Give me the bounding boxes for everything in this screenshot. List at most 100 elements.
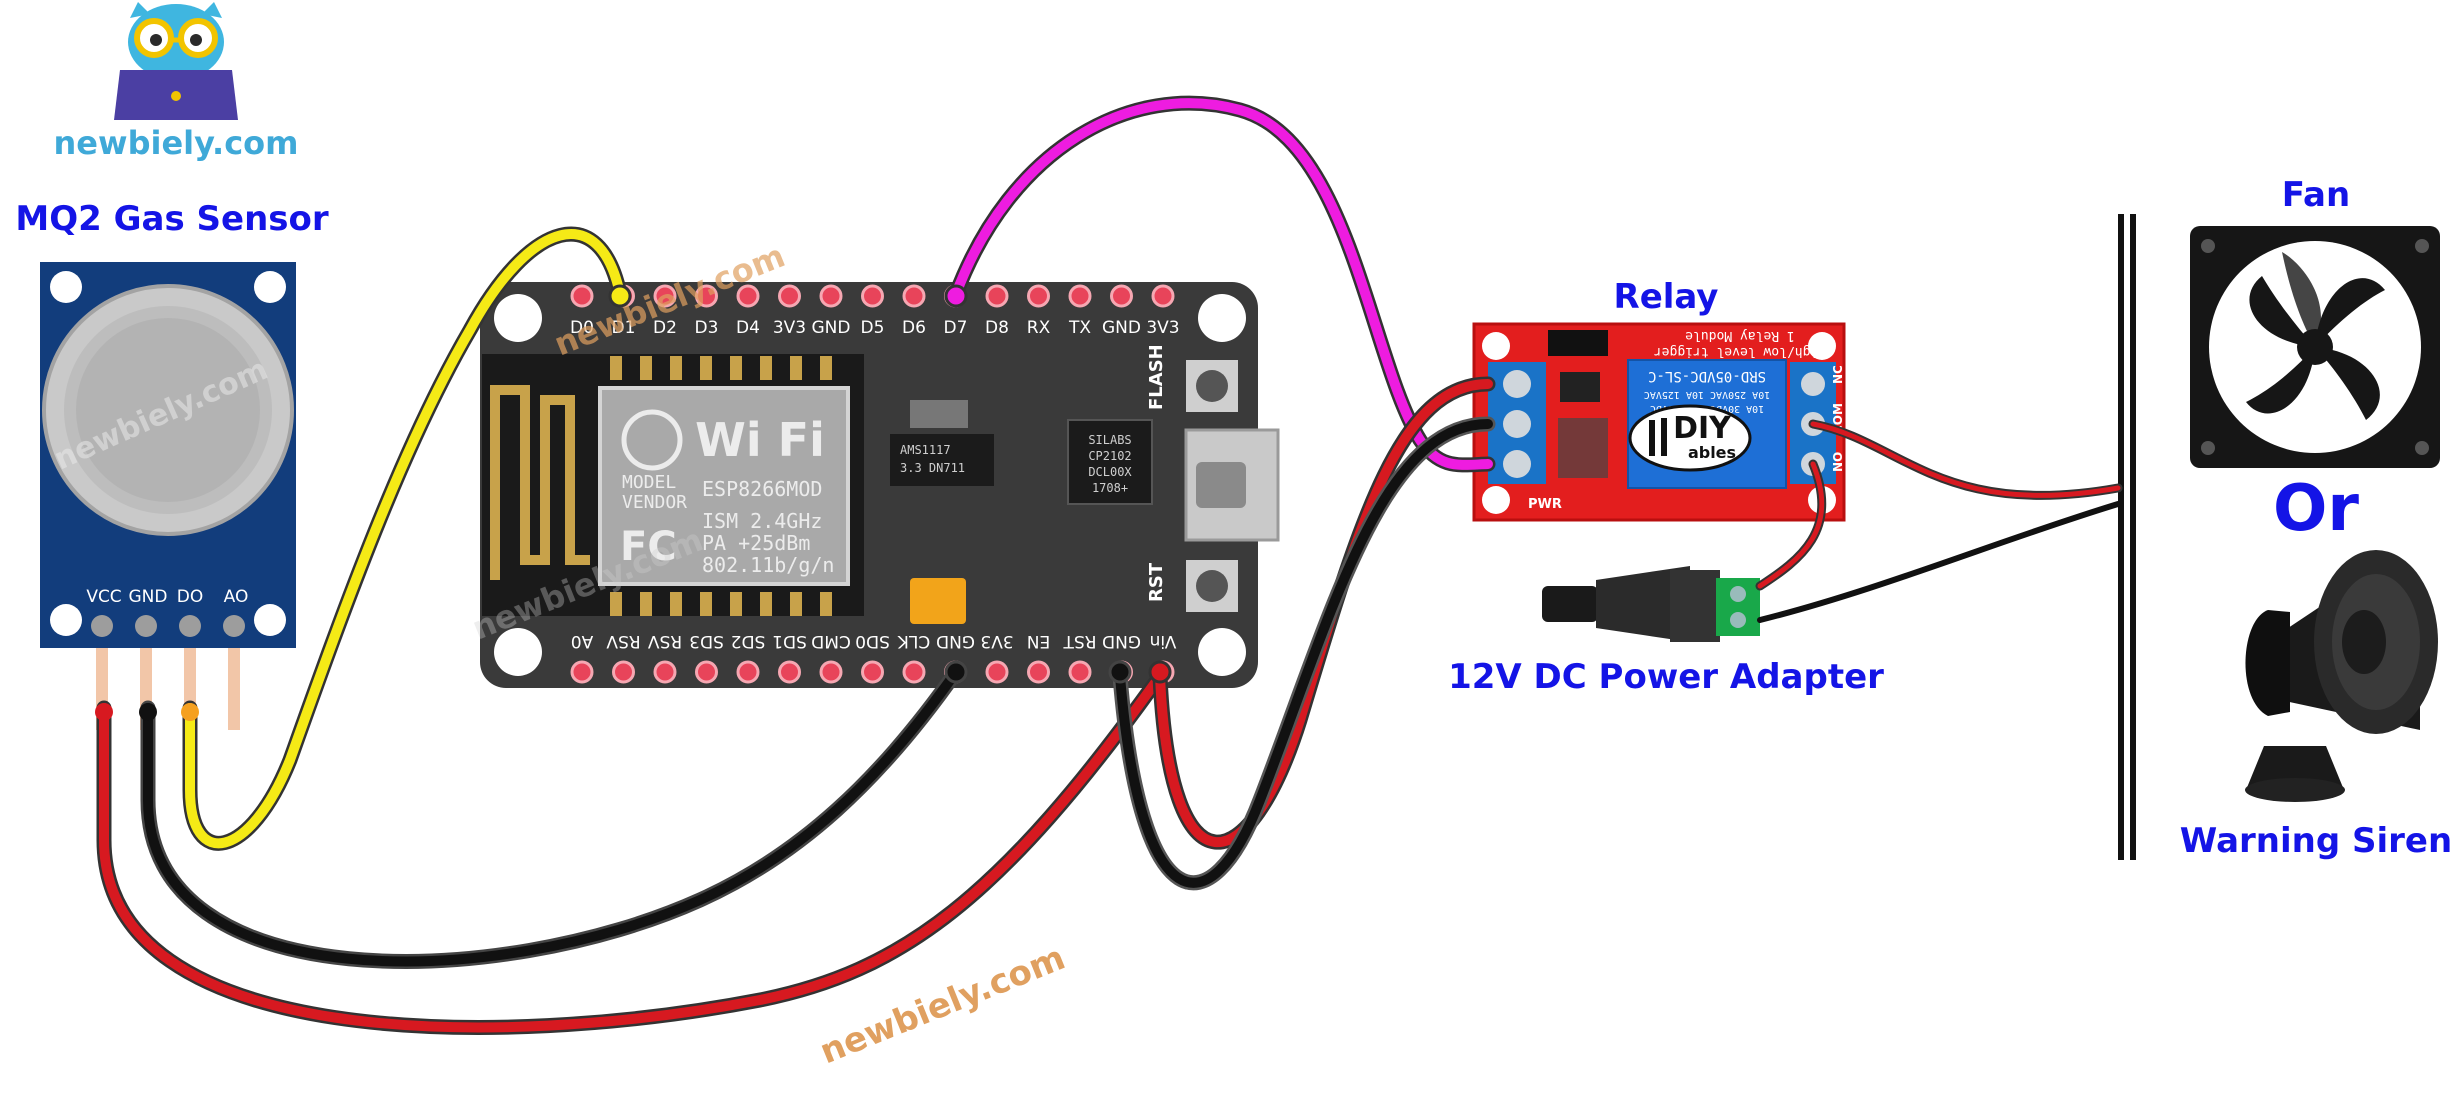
- esp-pin-label: 3V3: [1146, 318, 1179, 338]
- esp-flash-label: FLASH: [1146, 344, 1167, 410]
- relay-title-2: high/low level trigger: [1654, 344, 1826, 359]
- esp-pin-pad: [1151, 284, 1175, 308]
- esp-pin-label: SD1: [772, 631, 807, 651]
- adapter-label: 12V DC Power Adapter: [1448, 657, 1884, 697]
- esp-regulator: AMS1117: [900, 443, 951, 457]
- relay-pwr-label: PWR: [1528, 497, 1562, 512]
- esp-module-name: ESP8266MOD: [702, 477, 822, 501]
- esp-pin-pad: [819, 660, 843, 684]
- brand-logo: newbiely.com: [54, 2, 299, 162]
- esp-pin-pad: [1110, 284, 1133, 308]
- esp-pin-pad: [1027, 284, 1050, 308]
- esp-pin-label: Vin: [1150, 631, 1177, 651]
- diyables-logo-diy: DIY: [1673, 411, 1732, 446]
- relay-nc-label: NC: [1831, 365, 1845, 384]
- usb-chip-1: SILABS: [1088, 433, 1131, 447]
- esp-pin-pad: [736, 660, 760, 684]
- esp8266-board: Wi Fi MODEL VENDOR ESP8266MOD FC ISM 2.4…: [467, 236, 1280, 688]
- esp-pin-label: 3V3: [980, 631, 1013, 651]
- esp-pin-label: D6: [902, 318, 926, 338]
- esp-pin-label: GND: [812, 318, 851, 338]
- esp-pin-label: 3V3: [773, 318, 806, 338]
- esp-pin-pad: [985, 284, 1009, 308]
- brand-name: newbiely.com: [54, 124, 299, 162]
- mq2-pin-do: DO: [177, 587, 203, 607]
- siren-label: Warning Siren: [2180, 821, 2452, 861]
- usb-chip-3: DCL00X: [1088, 465, 1132, 479]
- esp-pin-pad: [570, 284, 594, 308]
- esp-spec3: 802.11b/g/n: [702, 553, 834, 577]
- wire-yellow-do-d1-core: [185, 229, 625, 849]
- esp-pin-label: D0: [570, 318, 594, 338]
- esp-pin-label: SD0: [855, 631, 890, 651]
- esp-spec2: PA +25dBm: [702, 531, 810, 555]
- esp-pin-pad: [902, 284, 926, 308]
- siren-icon: [2245, 550, 2438, 802]
- esp-pin-label: D8: [985, 318, 1009, 338]
- esp-pin-label: GND: [1102, 318, 1141, 338]
- esp-regulator2: 3.3 DN711: [900, 461, 965, 475]
- esp-pin-pad: [1068, 284, 1092, 308]
- esp-spec1: ISM 2.4GHz: [702, 509, 822, 533]
- esp-model: MODEL: [622, 472, 676, 493]
- diyables-logo-ables: ables: [1688, 443, 1736, 462]
- esp-pin-pad: [570, 660, 594, 684]
- usb-chip-2: CP2102: [1088, 449, 1131, 463]
- esp-pin-label: EN: [1027, 631, 1050, 651]
- mq2-pin-ao: AO: [224, 587, 249, 607]
- esp-pin-pad: [695, 660, 718, 684]
- esp-pin-pad: [612, 660, 635, 684]
- diyables-logo: [1628, 404, 1752, 472]
- esp-pin-label: GND: [1102, 631, 1141, 651]
- esp-vendor: VENDOR: [622, 492, 687, 513]
- owl-icon: [114, 2, 238, 120]
- wire-joints: [95, 284, 1172, 721]
- esp-pin-pad: [819, 284, 843, 308]
- fan-label: Fan: [2282, 175, 2350, 215]
- esp-pin-label: GND: [936, 631, 975, 651]
- separator-bar: [2118, 214, 2136, 860]
- esp-pin-pad: [861, 660, 884, 684]
- mq2-pin-gnd: GND: [129, 587, 168, 607]
- esp-pin-label: D1: [612, 318, 636, 338]
- esp-pin-pad: [902, 660, 926, 684]
- esp-pin-label: D2: [653, 318, 677, 338]
- esp-pin-pad: [1068, 660, 1092, 684]
- esp-pin-pad: [736, 284, 760, 308]
- esp-pin-pad: [1027, 660, 1050, 684]
- esp-pin-label: D3: [695, 318, 719, 338]
- fan-icon: [2190, 226, 2440, 468]
- esp-pin-label: RSV: [648, 631, 683, 651]
- footer-watermark: newbiely.com: [814, 938, 1070, 1073]
- mq2-pin-vcc: VCC: [86, 587, 121, 607]
- esp-pin-label: TX: [1068, 318, 1091, 338]
- esp-pin-label: CMD: [811, 631, 851, 651]
- wires: [96, 95, 2123, 1035]
- esp-pin-pad: [778, 660, 801, 684]
- relay-label: Relay: [1614, 277, 1719, 317]
- esp-pin-pad: [653, 284, 677, 308]
- esp-pin-pad: [861, 284, 884, 308]
- esp-pin-label: D7: [944, 318, 968, 338]
- or-label: Or: [2273, 472, 2359, 546]
- relay-module: 1 Relay Module high/low level trigger SR…: [1472, 322, 1846, 522]
- esp-pin-label: D5: [861, 318, 885, 338]
- esp-pin-pad: [653, 660, 677, 684]
- relay-coil-text: SRD-05VDC-SL-C: [1648, 368, 1766, 384]
- esp-rst-label: RST: [1146, 562, 1167, 602]
- esp-pin-label: CLK: [897, 631, 930, 651]
- relay-no-label: NO: [1831, 452, 1845, 472]
- esp-pin-label: A0: [571, 631, 593, 651]
- esp-pin-label: RX: [1027, 318, 1051, 338]
- esp-pin-pad: [985, 660, 1009, 684]
- esp-pin-pad: [778, 284, 801, 308]
- esp-fc: FC: [620, 524, 677, 570]
- esp-pin-label: SD2: [731, 631, 766, 651]
- wire-black-adapter-device: [1757, 501, 2121, 623]
- usb-chip-4: 1708+: [1092, 481, 1128, 495]
- esp-pin-label: RSV: [606, 631, 641, 651]
- dc-power-adapter: [1542, 566, 1760, 642]
- esp-pin-label: RST: [1063, 631, 1097, 651]
